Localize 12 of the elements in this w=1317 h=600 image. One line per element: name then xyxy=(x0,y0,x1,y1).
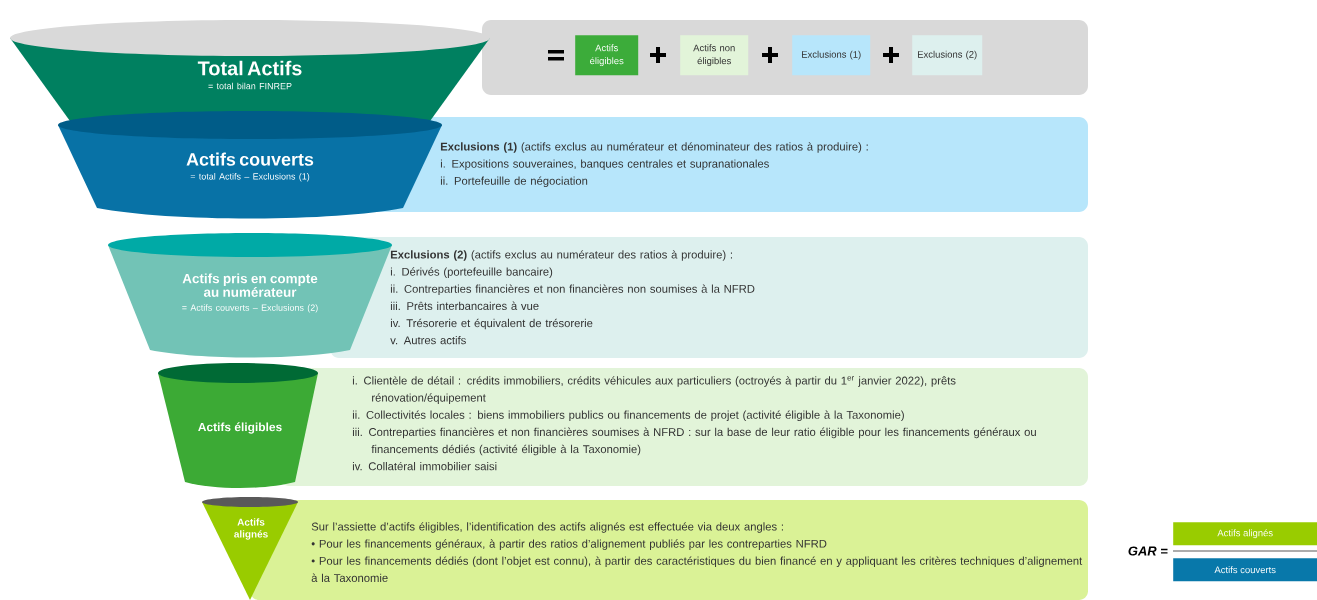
term-box: Exclusions (1) xyxy=(792,35,871,76)
text-panel: Exclusions (1) (actifs exclus au numérateur et dénominateur des ratios à produire) : i. Expositions souveraines, banques centrales et supranationales ii. Portefeuille de négociation xyxy=(350,117,1088,212)
text-panel: Exclusions (2) (actifs exclus au numérateur des ratios à produire) : i. Dérivés (portefeuille bancaire) ii. Contreparties financières et non financières non soumises à la NFRD iii. Prêts interbancaires à vue iv. Trésorerie et équivalent de trésorerie v. Autres actifs xyxy=(330,237,1088,358)
term-box: Actifs non éligibles xyxy=(680,35,749,76)
term-box: Actifs éligibles xyxy=(575,35,639,76)
fraction-box: Actifs couverts xyxy=(1173,558,1317,582)
term-box: Exclusions (2) xyxy=(912,35,983,76)
funnel-segment: Actifs éligibles xyxy=(158,363,318,488)
funnel-segment: Actifs couverts = total Actifs – Exclusions (1) xyxy=(58,111,442,219)
formula-label: GAR = xyxy=(1128,546,1168,556)
funnel-segment: Actifs alignés xyxy=(202,497,298,600)
fraction-box: Actifs alignés xyxy=(1173,522,1317,546)
